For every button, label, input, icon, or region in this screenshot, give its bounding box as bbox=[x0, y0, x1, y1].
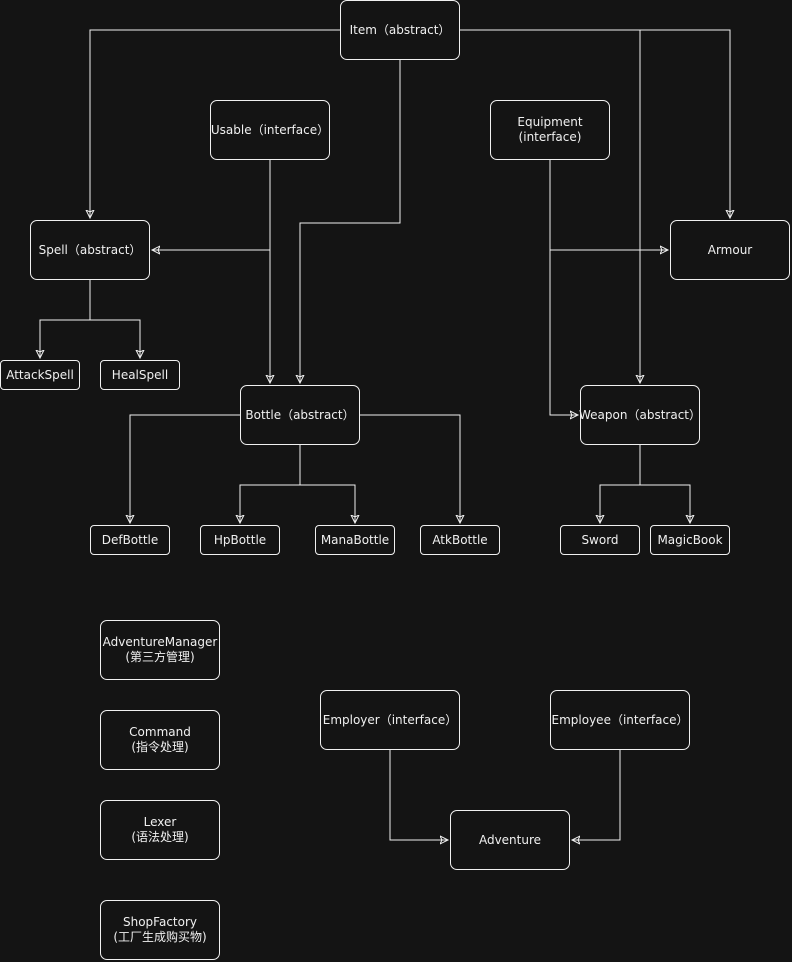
node-employer-label: Employer（interface） bbox=[322, 712, 458, 727]
node-shop-factory[interactable]: ShopFactory (工厂生成购买物) bbox=[100, 900, 220, 960]
node-heal-spell-label: HealSpell bbox=[111, 367, 169, 382]
node-def-bottle-label: DefBottle bbox=[101, 532, 159, 547]
node-adventure-manager-sublabel: (第三方管理) bbox=[125, 650, 195, 664]
node-atk-bottle-label: AtkBottle bbox=[432, 532, 488, 547]
edge-weapon-sword bbox=[600, 445, 641, 523]
node-command-label: Command bbox=[129, 725, 191, 739]
edge-employer-adventure bbox=[389, 750, 448, 840]
node-equipment-sublabel: (interface) bbox=[518, 130, 582, 144]
node-usable-label: Usable（interface） bbox=[210, 122, 330, 137]
node-equipment[interactable]: Equipment (interface) bbox=[490, 100, 610, 160]
edge-bottle-defbottle bbox=[130, 414, 240, 523]
node-lexer-sublabel: (语法处理) bbox=[131, 830, 189, 844]
edge-spell-attackspell bbox=[40, 280, 91, 358]
node-spell[interactable]: Spell（abstract） bbox=[30, 220, 150, 280]
node-magic-book[interactable]: MagicBook bbox=[650, 525, 730, 555]
node-weapon-label: Weapon（abstract） bbox=[579, 407, 701, 422]
node-adventure-manager-label: AdventureManager bbox=[102, 635, 218, 649]
node-command-sublabel: (指令处理) bbox=[131, 740, 189, 754]
edge-employee-adventure bbox=[572, 750, 621, 840]
node-weapon[interactable]: Weapon（abstract） bbox=[579, 385, 701, 445]
node-shop-factory-label: ShopFactory bbox=[122, 915, 197, 929]
edge-equipment-weapon bbox=[549, 250, 578, 415]
edge-item-spell bbox=[90, 29, 340, 218]
node-attack-spell-label: AttackSpell bbox=[6, 367, 74, 382]
node-hp-bottle-label: HpBottle bbox=[213, 532, 267, 547]
node-lexer-label: Lexer bbox=[143, 815, 177, 829]
node-atk-bottle[interactable]: AtkBottle bbox=[420, 525, 500, 555]
edge-spell-healspell bbox=[90, 319, 140, 358]
node-def-bottle[interactable]: DefBottle bbox=[90, 525, 170, 555]
node-hp-bottle[interactable]: HpBottle bbox=[200, 525, 280, 555]
node-item[interactable]: Item（abstract） bbox=[340, 0, 460, 60]
node-usable[interactable]: Usable（interface） bbox=[210, 100, 330, 160]
edge-bottle-atkbottle bbox=[360, 414, 460, 523]
node-shop-factory-sublabel: (工厂生成购买物) bbox=[113, 930, 207, 944]
node-heal-spell[interactable]: HealSpell bbox=[100, 360, 180, 390]
edge-bottle-hpbottle bbox=[240, 445, 301, 523]
edge-bottle-manabottle bbox=[300, 484, 355, 523]
node-employer[interactable]: Employer（interface） bbox=[320, 690, 460, 750]
node-lexer[interactable]: Lexer (语法处理) bbox=[100, 800, 220, 860]
node-armour[interactable]: Armour bbox=[670, 220, 790, 280]
edge-item-armour bbox=[460, 29, 730, 218]
node-magic-book-label: MagicBook bbox=[657, 532, 723, 547]
edge-item-bottle bbox=[300, 60, 401, 383]
node-equipment-label: Equipment bbox=[517, 115, 583, 129]
node-adventure[interactable]: Adventure bbox=[450, 810, 570, 870]
node-item-label: Item（abstract） bbox=[349, 22, 451, 37]
node-adventure-manager[interactable]: AdventureManager (第三方管理) bbox=[100, 620, 220, 680]
node-command[interactable]: Command (指令处理) bbox=[100, 710, 220, 770]
node-sword-label: Sword bbox=[581, 532, 619, 547]
edge-weapon-magicbook bbox=[640, 484, 690, 523]
node-employee[interactable]: Employee（interface） bbox=[550, 690, 690, 750]
node-employee-label: Employee（interface） bbox=[551, 712, 689, 727]
node-bottle-label: Bottle（abstract） bbox=[245, 407, 355, 422]
node-mana-bottle-label: ManaBottle bbox=[320, 532, 390, 547]
node-sword[interactable]: Sword bbox=[560, 525, 640, 555]
node-attack-spell[interactable]: AttackSpell bbox=[0, 360, 80, 390]
node-armour-label: Armour bbox=[707, 242, 753, 257]
edge-equipment-armour bbox=[549, 160, 668, 250]
node-adventure-label: Adventure bbox=[478, 832, 542, 847]
node-spell-label: Spell（abstract） bbox=[38, 242, 142, 257]
node-mana-bottle[interactable]: ManaBottle bbox=[315, 525, 395, 555]
edge-usable-spell bbox=[152, 160, 271, 250]
node-bottle[interactable]: Bottle（abstract） bbox=[240, 385, 360, 445]
